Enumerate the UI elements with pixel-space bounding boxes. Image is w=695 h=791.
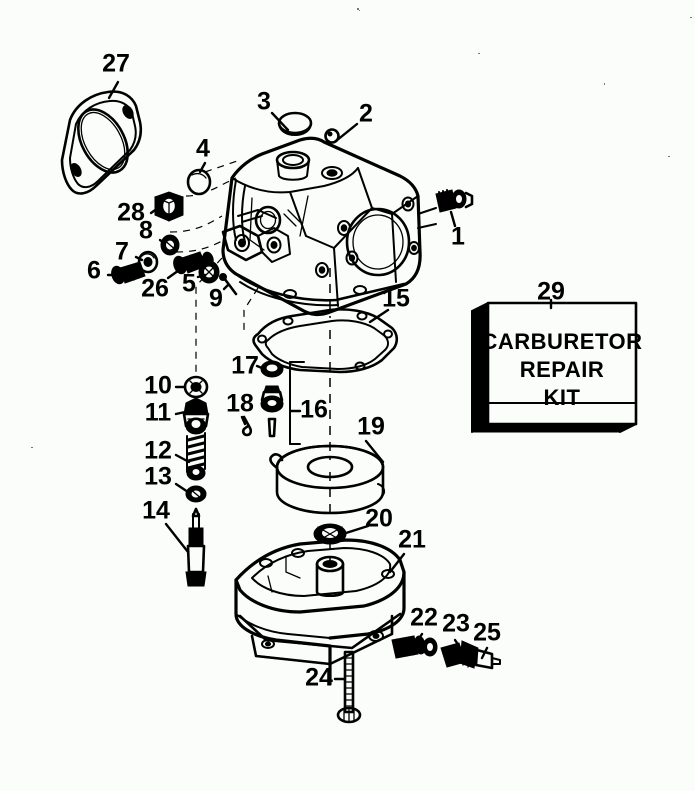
callout-1: 1 bbox=[451, 223, 465, 251]
part-25-fitting bbox=[474, 648, 501, 670]
part-2-ball-plug bbox=[324, 128, 340, 144]
leader-27 bbox=[107, 80, 120, 100]
leader-14 bbox=[164, 522, 190, 554]
part-5-screw bbox=[198, 260, 220, 284]
part-28-hex-nut bbox=[154, 191, 184, 222]
callout-19: 19 bbox=[357, 413, 385, 441]
part-22-plug bbox=[391, 635, 438, 659]
leader-2 bbox=[334, 122, 359, 143]
leader-28 bbox=[149, 206, 160, 215]
part-9-pin bbox=[219, 273, 238, 296]
hidden-construction-lines bbox=[169, 159, 259, 372]
callout-7: 7 bbox=[115, 238, 129, 266]
callout-28: 28 bbox=[117, 199, 145, 227]
callout-14: 14 bbox=[142, 497, 170, 525]
leader-15 bbox=[368, 308, 390, 324]
leader-19 bbox=[364, 439, 385, 464]
part-13-washer bbox=[185, 485, 207, 503]
part-3-cap-plug bbox=[277, 111, 313, 136]
callout-12: 12 bbox=[144, 437, 172, 465]
part-27-mounting-flange-gasket bbox=[60, 90, 143, 195]
leader-25 bbox=[480, 646, 489, 660]
kit-line-1: CARBURETOR bbox=[481, 329, 642, 354]
part-18-clip bbox=[241, 415, 253, 437]
part-11-packing-nut bbox=[182, 397, 210, 435]
part-19-float bbox=[269, 444, 386, 515]
leader-7 bbox=[134, 255, 144, 262]
leader-17 bbox=[255, 364, 264, 370]
leader-5 bbox=[196, 273, 207, 279]
leader-23 bbox=[453, 638, 465, 654]
kit-line-2: REPAIR bbox=[520, 357, 605, 382]
callout-8: 8 bbox=[139, 217, 153, 245]
part-21-float-bowl bbox=[234, 538, 406, 686]
part-6-screw-slotted bbox=[111, 261, 146, 285]
callout-9: 9 bbox=[209, 285, 223, 313]
callout-29: 29 bbox=[537, 278, 565, 306]
part-4-welch-plug bbox=[186, 168, 212, 196]
carburetor-main-body bbox=[221, 136, 437, 317]
leader-3 bbox=[270, 111, 290, 132]
callout-17: 17 bbox=[231, 352, 259, 380]
callout-26: 26 bbox=[141, 275, 169, 303]
leader-8 bbox=[158, 238, 166, 245]
leader-13 bbox=[174, 482, 190, 494]
callout-18: 18 bbox=[226, 390, 254, 418]
callout-numbers: 1 2 3 4 5 6 7 8 9 10 11 12 13 14 15 16 1… bbox=[87, 50, 565, 692]
callout-10: 10 bbox=[144, 372, 172, 400]
callout-6: 6 bbox=[87, 257, 101, 285]
part-29-carburetor-repair-kit: CARBURETOR REPAIR KIT bbox=[471, 301, 642, 433]
scan-speckles bbox=[31, 8, 692, 448]
callout-27: 27 bbox=[102, 50, 130, 78]
leader-12 bbox=[174, 453, 191, 464]
callout-23: 23 bbox=[442, 610, 470, 638]
callout-15: 15 bbox=[382, 285, 410, 313]
part-8-lock-washer bbox=[160, 234, 180, 256]
part-15-float-bowl-gasket bbox=[252, 308, 399, 374]
callout-16: 16 bbox=[300, 396, 328, 424]
leader-9 bbox=[222, 283, 230, 291]
part-23-drain-screw bbox=[440, 640, 479, 669]
callout-11: 11 bbox=[145, 399, 172, 427]
callout-2: 2 bbox=[359, 100, 373, 128]
part-12-spring bbox=[186, 432, 206, 481]
callout-4: 4 bbox=[196, 135, 210, 163]
callout-25: 25 bbox=[473, 619, 501, 647]
leader-18 bbox=[240, 415, 247, 426]
leader-11 bbox=[174, 410, 187, 416]
callout-22: 22 bbox=[410, 604, 438, 632]
part-14-idle-adjustment-needle bbox=[185, 507, 207, 587]
part-24-bolt bbox=[336, 650, 362, 724]
part-20-washer bbox=[313, 523, 347, 545]
kit-line-3: KIT bbox=[544, 385, 581, 410]
callout-24: 24 bbox=[305, 664, 333, 692]
callout-3: 3 bbox=[257, 88, 271, 116]
callout-21: 21 bbox=[398, 526, 426, 554]
part-1-fuel-inlet-fitting bbox=[435, 189, 474, 213]
callout-20: 20 bbox=[365, 505, 393, 533]
leader-26 bbox=[166, 266, 184, 280]
leader-20 bbox=[344, 524, 370, 535]
leader-1 bbox=[449, 210, 457, 228]
part-16-inlet-needle-and-seat bbox=[260, 361, 305, 445]
leader-22 bbox=[414, 632, 424, 645]
leader-4 bbox=[198, 161, 207, 174]
leader-21 bbox=[388, 552, 406, 574]
callout-5: 5 bbox=[182, 270, 196, 298]
callout-13: 13 bbox=[144, 463, 172, 491]
part-17-o-ring bbox=[260, 360, 284, 378]
